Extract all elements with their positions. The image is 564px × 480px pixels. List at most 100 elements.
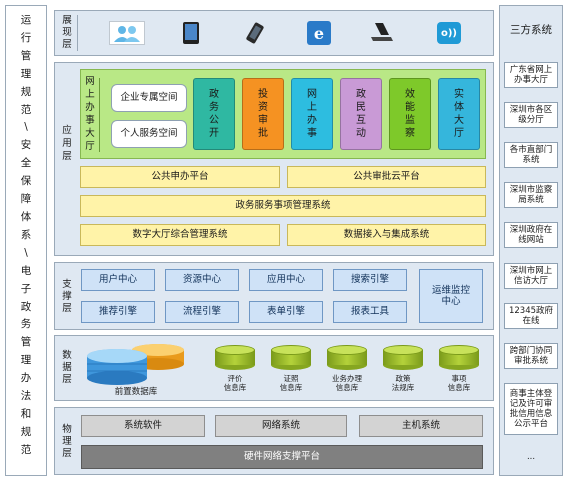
module-online-service[interactable]: 网上办事 <box>291 78 333 150</box>
recommendation-engine[interactable]: 推荐引擎 <box>81 301 155 323</box>
physical-label-char: 理 <box>62 436 72 447</box>
presentation-layer: 展现层 e o)) <box>54 10 494 56</box>
physical-layer-label: 物理层 <box>59 422 75 462</box>
module-efficiency-supervision[interactable]: 效能监察 <box>389 78 431 150</box>
third-party-system[interactable]: 跨部门协同审批系统 <box>504 343 558 369</box>
left-bar-char: 务 <box>20 318 32 331</box>
hall-label-char: 事 <box>85 115 95 126</box>
hardware-network-platform[interactable]: 硬件网络支撑平台 <box>81 445 483 469</box>
module-char: 体 <box>454 102 464 113</box>
data-label-char: 数 <box>62 350 72 361</box>
third-party-system[interactable]: 深圳市网上信访大厅 <box>504 263 558 289</box>
left-bar-char: 理 <box>20 67 32 80</box>
application-label-char: 用 <box>62 137 72 149</box>
application-label-char: 层 <box>62 150 72 162</box>
module-char: 办 <box>307 115 317 126</box>
third-party-line: 跨部门协同 <box>509 345 553 356</box>
data-integration-system[interactable]: 数据接入与集成系统 <box>287 224 486 246</box>
personal-space[interactable]: 个人服务空间 <box>111 120 187 148</box>
module-citizen-interaction[interactable]: 政民互动 <box>340 78 382 150</box>
network-system[interactable]: 网络系统 <box>215 415 347 437</box>
module-char: 务 <box>209 102 219 113</box>
left-bar-char: \ <box>24 246 28 259</box>
third-party-line: 商事主体登 <box>509 388 553 399</box>
public-approval-cloud-platform[interactable]: 公共审批云平台 <box>287 166 486 188</box>
third-party-system[interactable]: 12345政府在线 <box>504 303 558 329</box>
third-party-line: 公示平台 <box>513 419 548 430</box>
left-bar-char: 和 <box>20 407 32 420</box>
workflow-engine[interactable]: 流程引擎 <box>165 301 239 323</box>
module-physical-hall[interactable]: 实体大厅 <box>438 78 480 150</box>
presentation-label-char: 层 <box>62 39 72 50</box>
hall-label-char: 大 <box>85 128 95 139</box>
online-hall-area: 网上办事大厅 企业专属空间 个人服务空间 政务公开投资审批网上办事政民互动效能监… <box>80 69 486 159</box>
public-application-platform[interactable]: 公共申办平台 <box>80 166 280 188</box>
form-engine[interactable]: 表单引擎 <box>249 301 323 323</box>
third-party-system[interactable]: 深圳政府在线网站 <box>504 222 558 248</box>
digital-hall-management[interactable]: 数字大厅综合管理系统 <box>80 224 280 246</box>
module-char: 事 <box>307 128 317 139</box>
third-party-line: ... <box>526 451 536 462</box>
search-engine[interactable]: 搜索引擎 <box>333 269 407 291</box>
user-center[interactable]: 用户中心 <box>81 269 155 291</box>
support-layer-label: 支撑层 <box>59 277 75 317</box>
left-bar-char: 行 <box>20 31 32 44</box>
report-tool[interactable]: 报表工具 <box>333 301 407 323</box>
left-bar-char: 电 <box>20 264 32 277</box>
module-char: 批 <box>258 128 268 139</box>
presentation-label-char: 展 <box>62 15 72 26</box>
application-center[interactable]: 应用中心 <box>249 269 323 291</box>
third-party-title: 三方系统 <box>510 24 552 36</box>
presentation-layer-label: 展现层 <box>59 13 75 53</box>
third-party-line: 批信用信息 <box>509 409 553 419</box>
app-icon: o)) <box>437 22 461 44</box>
module-char: 审 <box>258 115 268 126</box>
third-party-line: 各市直部门 <box>509 144 553 155</box>
db-label-line: 信息库 <box>279 383 303 393</box>
left-bar-char: 体 <box>20 210 32 223</box>
system-software[interactable]: 系统软件 <box>81 415 205 437</box>
hall-label-char: 网 <box>85 76 95 87</box>
db-label-line: 法规库 <box>391 383 415 393</box>
left-bar-char: 障 <box>20 193 32 206</box>
ops-monitoring-center[interactable]: 运维监控 中心 <box>419 269 483 323</box>
third-party-line: 12345政府 <box>508 305 554 316</box>
db-label-line: 评价 <box>227 374 243 383</box>
business-db-label: 业务办理信息库 <box>317 374 377 393</box>
db-label-line: 业务办理 <box>332 374 362 383</box>
third-party-line: 在线 <box>522 316 540 326</box>
third-party-line: 深圳市网上 <box>509 265 553 276</box>
third-party-system[interactable]: ... <box>504 444 558 470</box>
evaluation-db-icon <box>215 345 255 370</box>
left-bar-char: 政 <box>20 300 32 313</box>
data-label-char: 层 <box>62 374 72 385</box>
left-bar-char: 范 <box>20 103 32 116</box>
hall-label-char: 上 <box>85 89 95 100</box>
third-party-system[interactable]: 广东省网上办事大厅 <box>504 62 558 88</box>
third-party-system[interactable]: 商事主体登记及许可审批信用信息公示平台 <box>504 383 558 435</box>
ops-line-1: 运维监控 <box>431 284 470 296</box>
db-label-line: 信息库 <box>223 383 247 393</box>
license-db-icon <box>271 345 311 370</box>
business-db-icon <box>327 345 367 370</box>
third-party-system[interactable]: 深圳市监察局系统 <box>504 182 558 208</box>
module-investment-approval[interactable]: 投资审批 <box>242 78 284 150</box>
third-party-line: 深圳市各区 <box>509 104 553 115</box>
service-item-management[interactable]: 政务服务事项管理系统 <box>80 195 486 217</box>
left-bar-char: 管 <box>20 49 32 62</box>
data-label-char: 据 <box>62 362 72 373</box>
host-system[interactable]: 主机系统 <box>359 415 483 437</box>
smartphone-icon <box>245 22 265 44</box>
module-gov-affairs-open[interactable]: 政务公开 <box>193 78 235 150</box>
module-char: 投 <box>258 89 268 100</box>
left-bar-char: 子 <box>20 282 32 295</box>
third-party-system[interactable]: 各市直部门系统 <box>504 142 558 168</box>
module-char: 大 <box>454 115 464 126</box>
enterprise-space[interactable]: 企业专属空间 <box>111 84 187 112</box>
support-label-char: 支 <box>62 279 72 290</box>
license-db-label: 证照信息库 <box>261 374 321 393</box>
third-party-system[interactable]: 深圳市各区级分厅 <box>504 102 558 128</box>
module-char: 能 <box>405 102 415 113</box>
evaluation-db-label: 评价信息库 <box>205 374 265 393</box>
resource-center[interactable]: 资源中心 <box>165 269 239 291</box>
